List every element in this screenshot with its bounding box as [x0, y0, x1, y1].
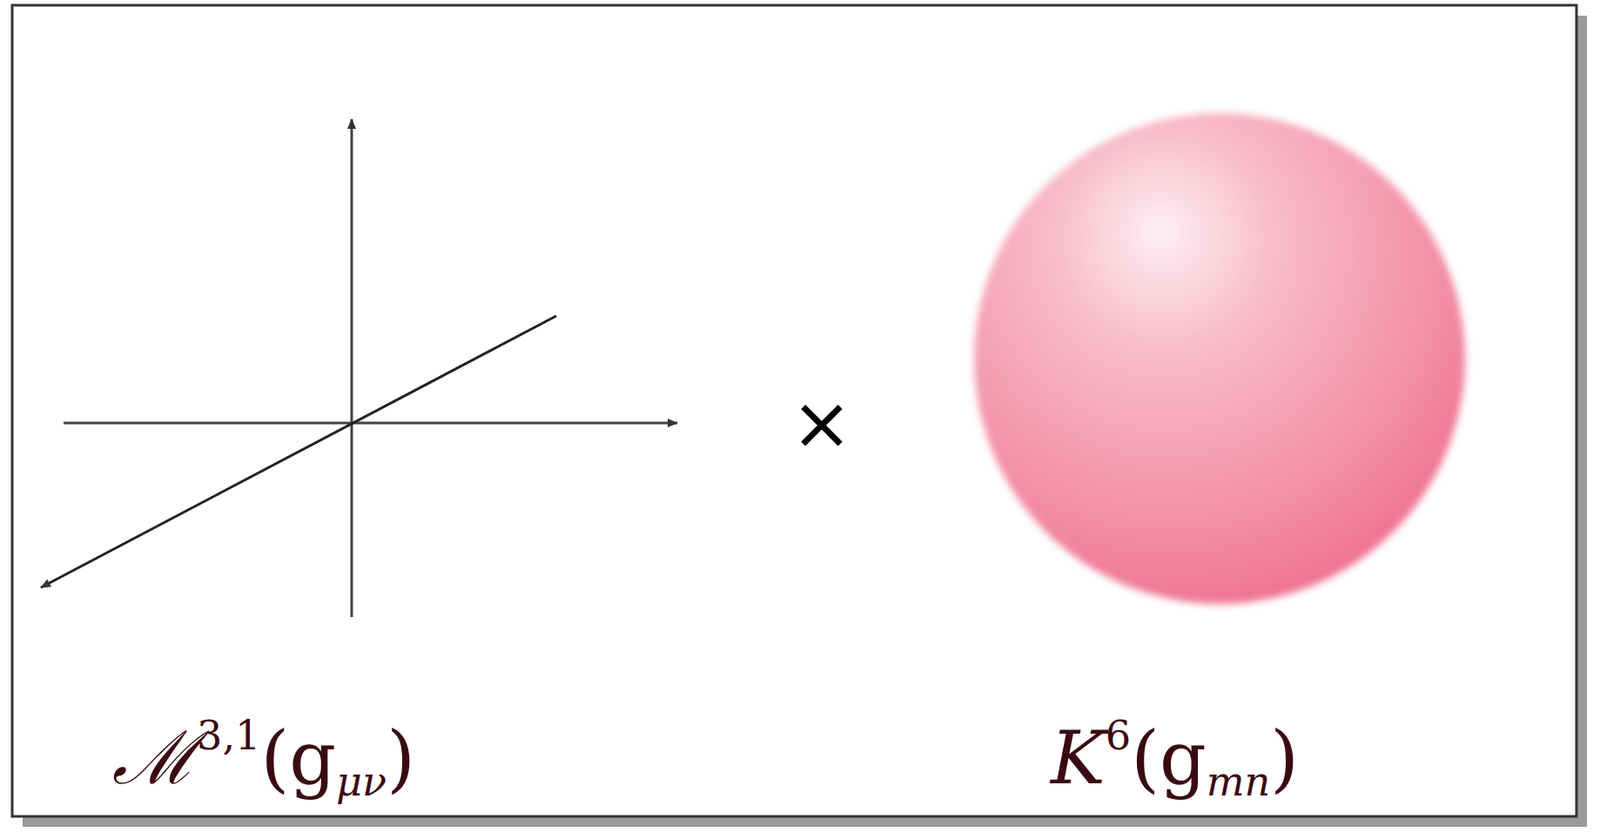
label-text: mn	[1206, 758, 1271, 806]
product-symbol: ×	[791, 386, 853, 460]
axes	[40, 119, 678, 618]
manifold-label: ℳ3,1(gμν)	[112, 715, 416, 802]
manifold-label: K6(gmn)	[1050, 715, 1299, 802]
label-text: )	[1270, 715, 1299, 801]
label-text: ℳ	[112, 715, 197, 801]
label-text: K	[1050, 715, 1106, 801]
label-text: 3,1	[196, 712, 261, 760]
sphere	[974, 113, 1466, 605]
label-text: μν	[336, 758, 387, 806]
label-text: ×	[791, 380, 853, 466]
label-text: )	[386, 715, 416, 801]
label-text: (g	[1130, 715, 1207, 801]
frame	[12, 5, 1577, 817]
label-text: (g	[260, 715, 337, 801]
label-text: 6	[1105, 712, 1131, 760]
